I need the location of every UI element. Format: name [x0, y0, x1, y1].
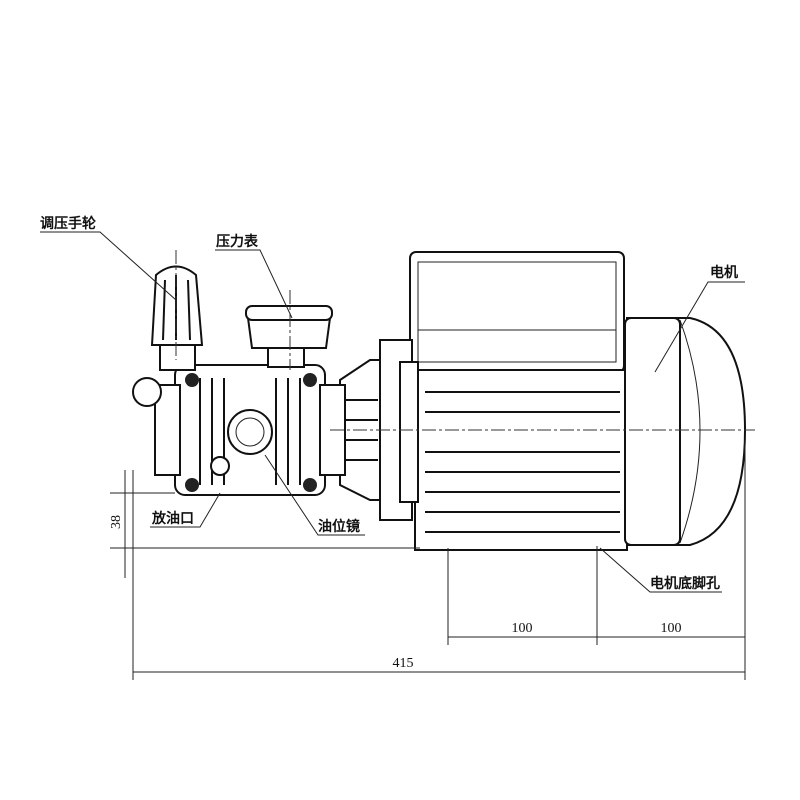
motor — [339, 251, 747, 551]
leader-lines — [40, 231, 745, 593]
dim-100-left: 100 — [512, 621, 533, 636]
label-motor-foot-hole: 电机底脚孔 — [650, 575, 720, 592]
dimensions: 38 100 100 415 — [109, 440, 746, 680]
oil-drain-plug — [210, 456, 230, 476]
pump-head — [132, 265, 346, 496]
label-pressure-gauge: 压力表 — [216, 233, 259, 250]
dim-415: 415 — [393, 656, 414, 671]
label-oil-drain: 放油口 — [151, 510, 194, 527]
dim-100-right: 100 — [661, 621, 682, 636]
motor-fins — [425, 391, 620, 533]
pressure-gauge — [246, 317, 332, 349]
label-motor: 电机 — [710, 264, 738, 281]
oil-sight-glass — [227, 409, 273, 455]
label-oil-sight-glass: 油位镜 — [318, 518, 360, 535]
label-pressure-handwheel: 调压手轮 — [40, 215, 96, 232]
dim-38: 38 — [109, 515, 124, 529]
